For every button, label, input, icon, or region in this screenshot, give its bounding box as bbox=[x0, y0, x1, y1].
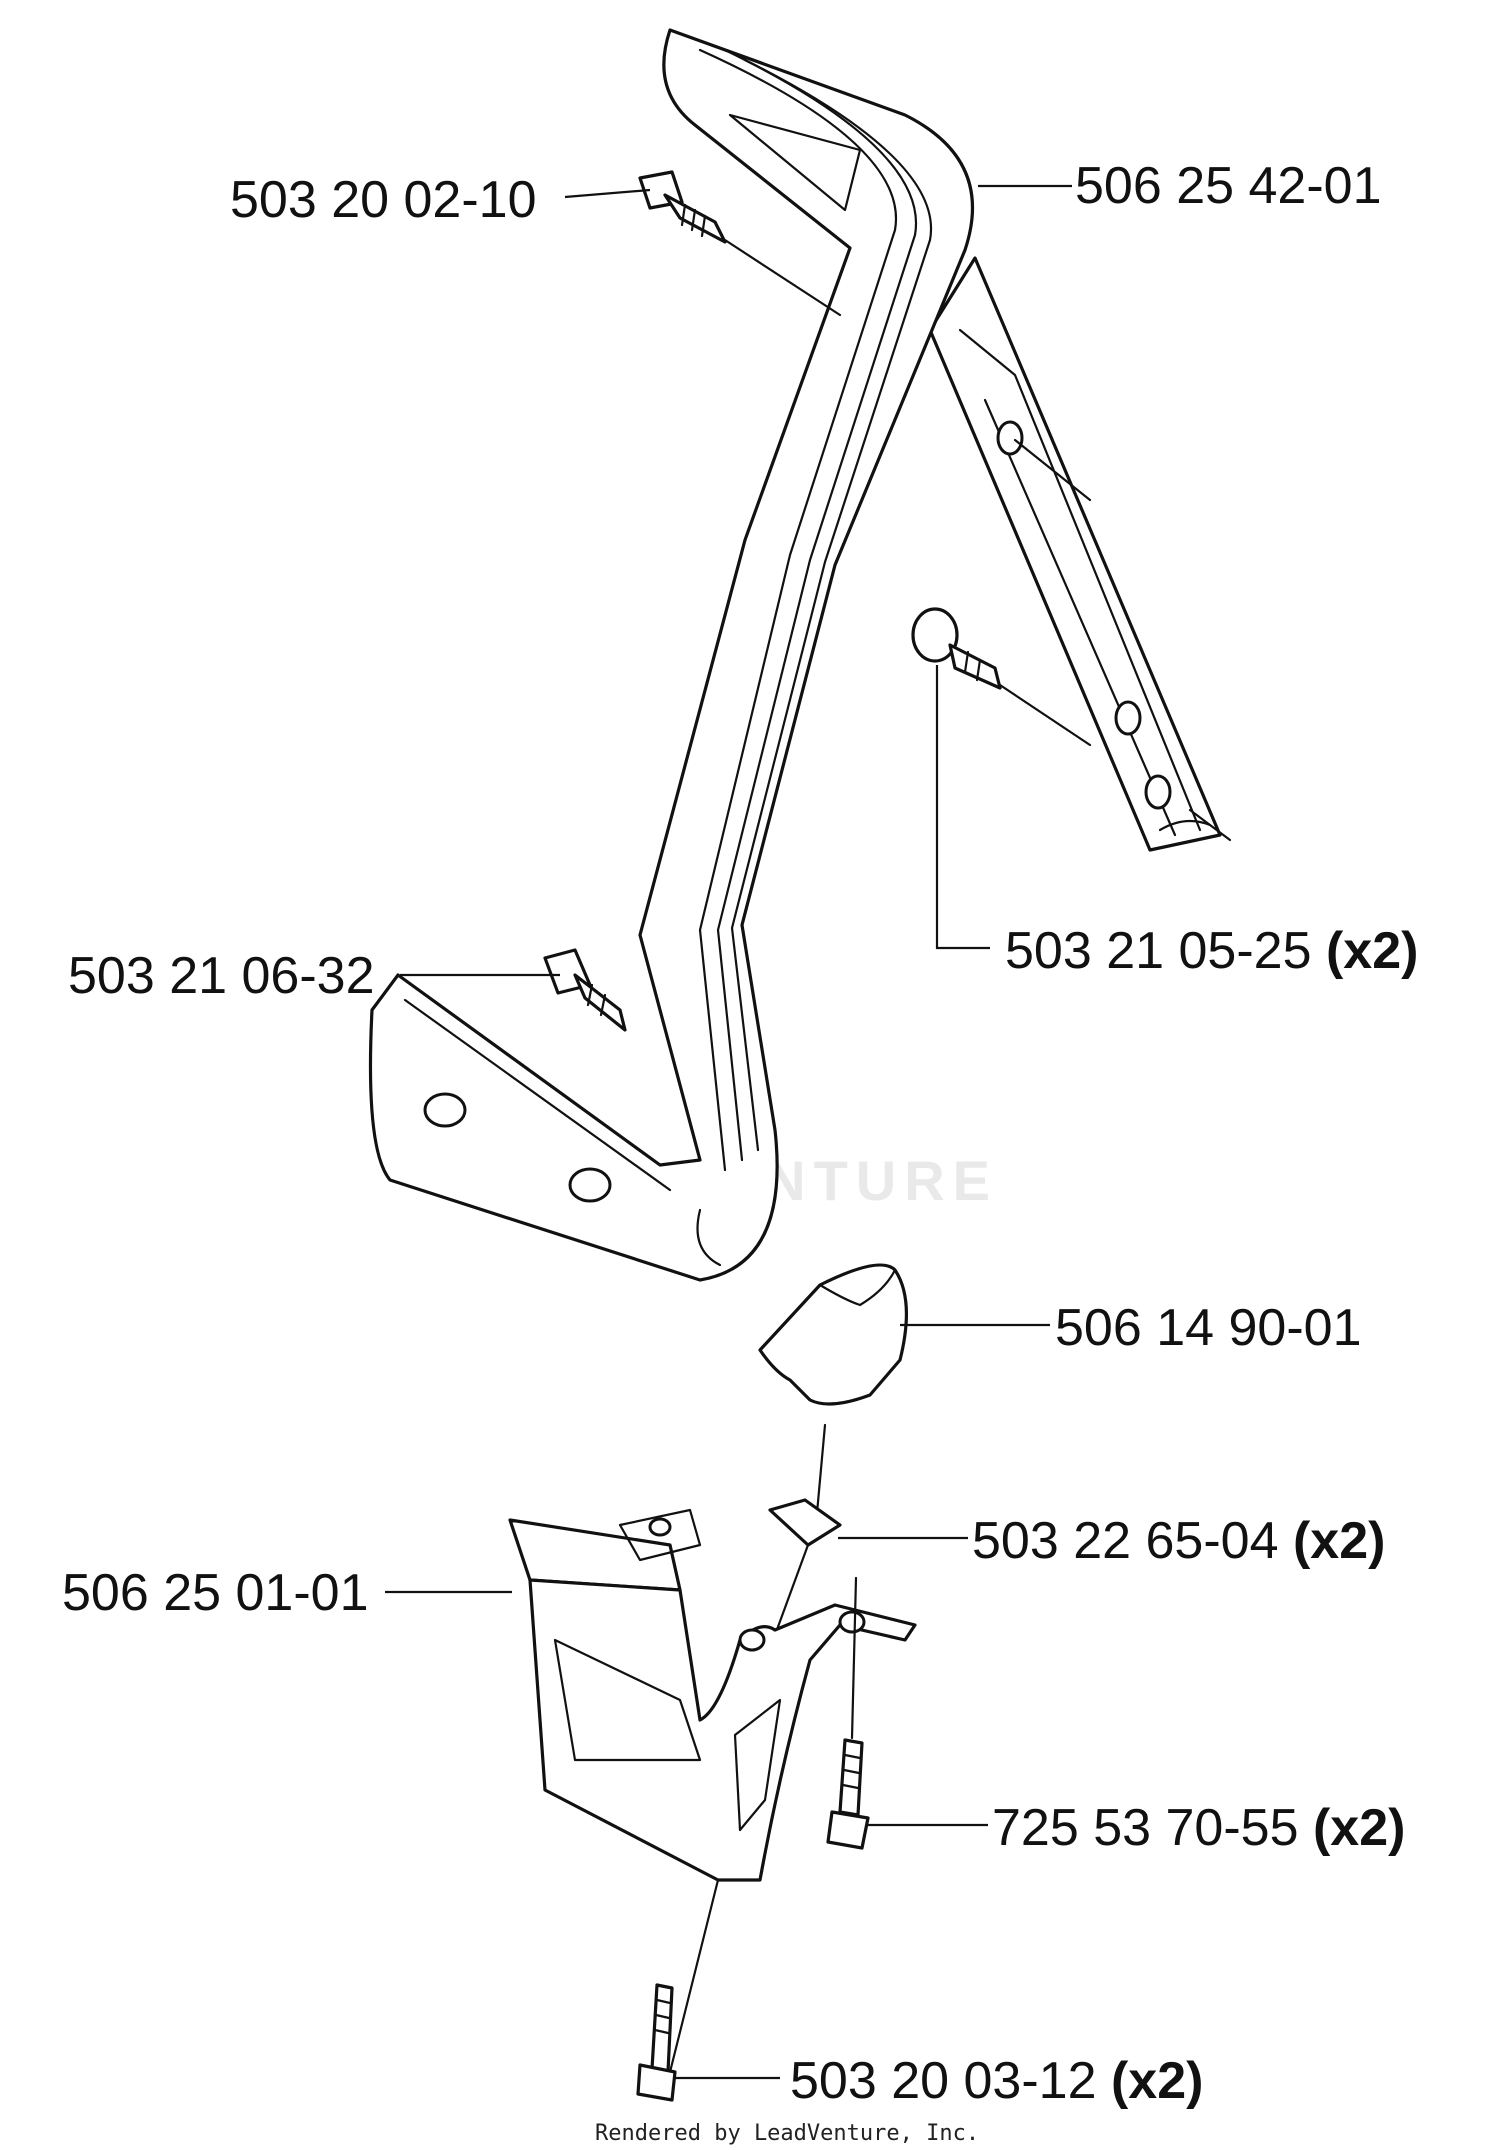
callout-503-22-65-04: 503 22 65-04 (x2) bbox=[972, 1512, 1385, 1570]
footer-credit: Rendered by LeadVenture, Inc. bbox=[595, 2121, 979, 2146]
front-handle bbox=[368, 28, 1222, 1282]
callout-503-21-06-32: 503 21 06-32 bbox=[68, 947, 375, 1005]
callout-503-21-05-25: 503 21 05-25 (x2) bbox=[1005, 922, 1418, 980]
bolt-503-20-03-12 bbox=[636, 1983, 677, 2102]
callout-503-20-02-10: 503 20 02-10 bbox=[230, 171, 537, 229]
callout-506-25-42-01: 506 25 42-01 bbox=[1075, 157, 1382, 215]
callout-506-25-01-01: 506 25 01-01 bbox=[62, 1564, 369, 1622]
callout-725-53-70-55: 725 53 70-55 (x2) bbox=[992, 1799, 1405, 1857]
callout-503-20-03-12: 503 20 03-12 (x2) bbox=[790, 2052, 1203, 2110]
guard-506-25-01-01 bbox=[508, 1508, 917, 2082]
nut-503-22-65-04 bbox=[768, 1498, 842, 1637]
callout-506-14-90-01: 506 14 90-01 bbox=[1055, 1299, 1362, 1357]
leader-lines bbox=[385, 184, 1072, 2080]
screw-503-21-05-25 bbox=[911, 438, 1232, 842]
bolt-503-21-06-32 bbox=[543, 948, 627, 1032]
cover-506-14-90-01 bbox=[758, 1263, 908, 1537]
bolt-503-20-02-10 bbox=[638, 170, 842, 317]
screw-725-53-70-55 bbox=[826, 1576, 870, 1850]
